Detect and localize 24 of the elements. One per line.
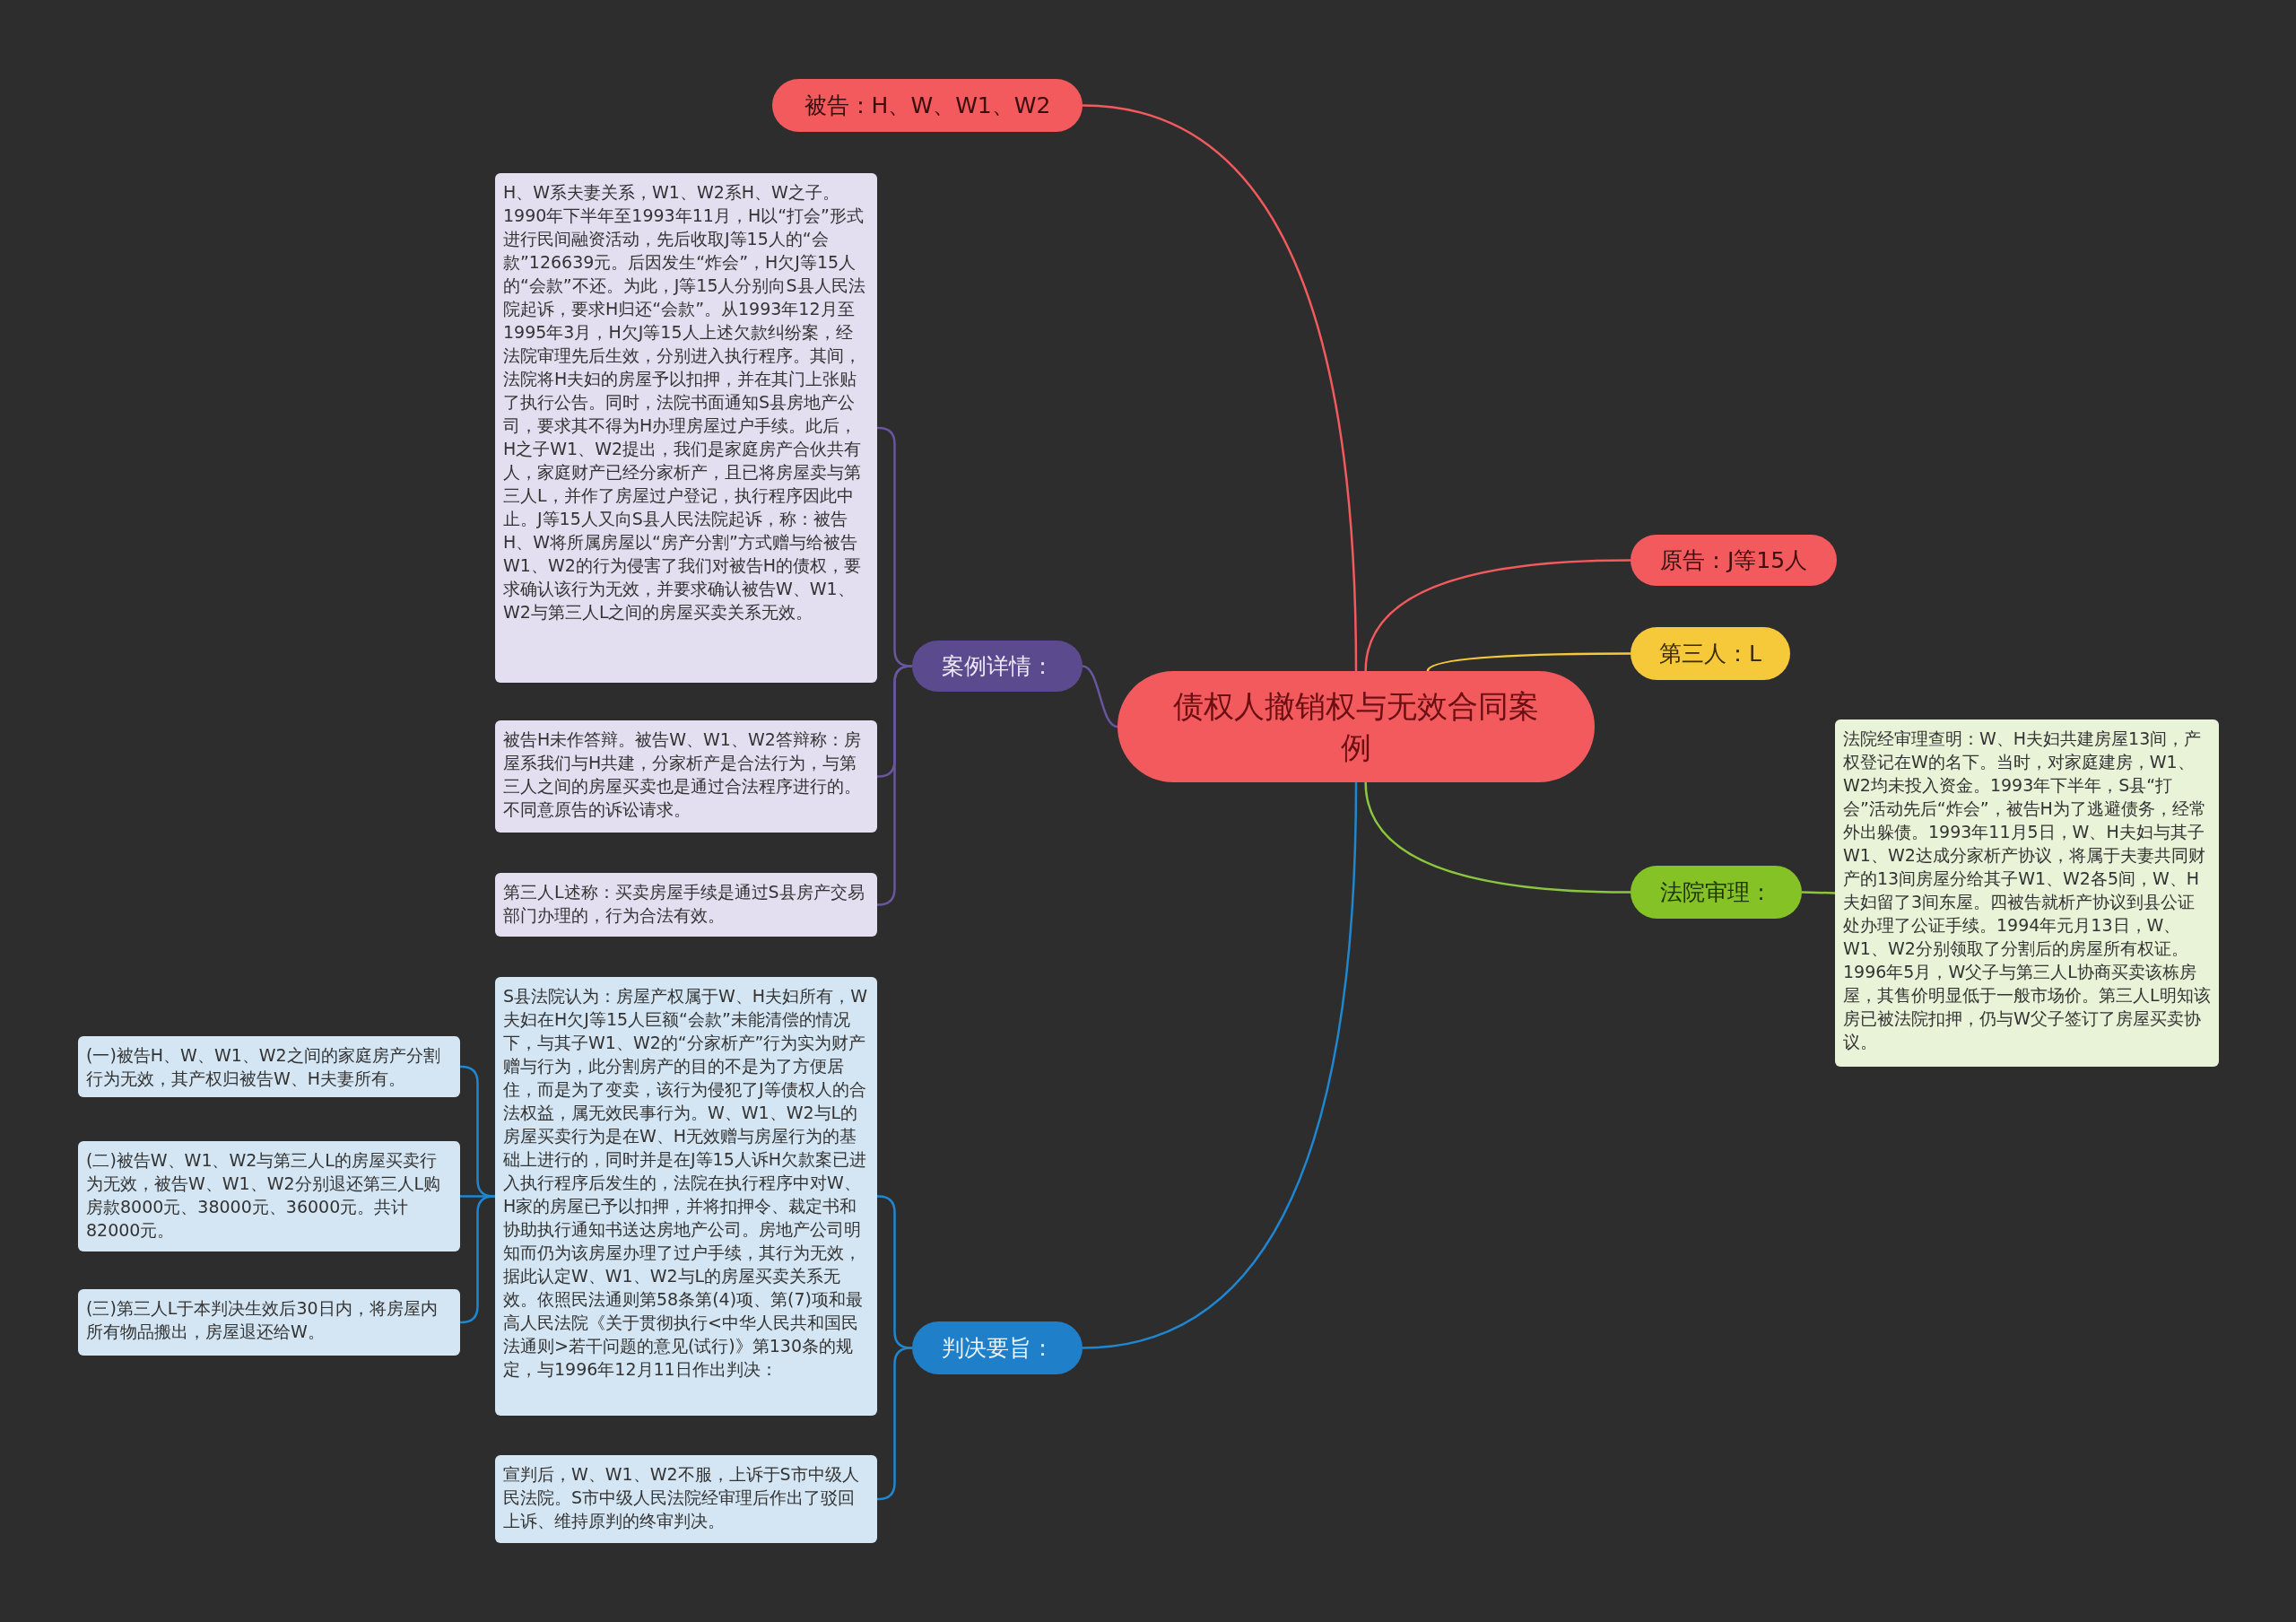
note-card: (三)第三人L于本判决生效后30日内，将房屋内所有物品搬出，房屋退还给W。 bbox=[78, 1289, 460, 1356]
note-card: (一)被告H、W、W1、W2之间的家庭房产分割行为无效，其产权归被告W、H夫妻所有。 bbox=[78, 1036, 460, 1097]
central-topic: 债权人撤销权与无效合同案例 bbox=[1118, 671, 1595, 782]
topic-pill: 被告：H、W、W1、W2 bbox=[772, 79, 1083, 132]
topic-pill: 原告：J等15人 bbox=[1631, 535, 1837, 586]
note-card: H、W系夫妻关系，W1、W2系H、W之子。1990年下半年至1993年11月，H以“打会”形式进行民间融资活动，先后收取J等15人的“会款”126639元。后因发生“炸会”，H欠J等15人的“会款”不还。为此，J等15人分别向S县人民法院起诉，要求H归还“会款”。从1993年12月至1995年3月，H欠J等15人上述欠款纠纷案，经法院审理先后生效，分别进入执行程序。其间，法院将H夫妇的房屋予以扣押，并在其门上张贴了执行公告。同时，法院书面通知S县房地产公司，要求其不得为H办理房屋过户手续。此后，H之子W1、W2提出，我们是家庭房产合伙共有人，家庭财产已经分家析产，且已将房屋卖与第三人L，并作了房屋过户登记，执行程序因此中止。J等15人又向S县人民法院起诉，称：被告H、W将所属房屋以“房产分割”方式赠与给被告W1、W2的行为侵害了我们对被告H的债权，要求确认该行为无效，并要求确认被告W、W1、W2与第三人L之间的房屋买卖关系无效。 bbox=[495, 173, 877, 683]
note-card: (二)被告W、W1、W2与第三人L的房屋买卖行为无效，被告W、W1、W2分别退还第三人L购房款8000元、38000元、36000元。共计82000元。 bbox=[78, 1141, 460, 1251]
connector-line bbox=[1082, 104, 1358, 672]
connector-line bbox=[1426, 652, 1631, 672]
connector-line bbox=[1364, 559, 1631, 672]
connector-line bbox=[1364, 781, 1631, 894]
note-card: S县法院认为：房屋产权属于W、H夫妇所有，W夫妇在H欠J等15人巨额“会款”未能清偿的情况下，与其子W1、W2的“分家析产”行为实为财产赠与行为，此分割房产的目的不是为了方便居住，而是为了变卖，该行为侵犯了J等债权人的合法权益，属无效民事行为。W、W1、W2与L的房屋买卖行为是在W、H无效赠与房屋行为的基础上进行的，同时并是在J等15人诉H欠款案已进入执行程序后发生的，法院在执行程序中对W、H家的房屋已予以扣押，并将扣押令、裁定书和协助执行通知书送达房地产公司。房地产公司明知而仍为该房屋办理了过户手续，其行为无效，据此认定W、W1、W2与L的房屋买卖关系无效。依照民法通则第58条第(4)项、第(7)项和最高人民法院《关于贯彻执行<中华人民共和国民法通则>若干问题的意见(试行)》第130条的规定，与1996年12月11日作出判决： bbox=[495, 977, 877, 1416]
topic-pill: 第三人：L bbox=[1631, 627, 1790, 680]
connector-line bbox=[1082, 665, 1118, 728]
note-card: 第三人L述称：买卖房屋手续是通过S县房产交易部门办理的，行为合法有效。 bbox=[495, 873, 877, 937]
topic-pill: 案例详情： bbox=[912, 641, 1083, 692]
note-card: 法院经审理查明：W、H夫妇共建房屋13间，产权登记在W的名下。当时，对家庭建房，W1、W2均未投入资金。1993年下半年，S县“打会”活动先后“炸会”，被告H为了逃避债务，经常外出躲债。1993年11月5日，W、H夫妇与其子W1、W2达成分家析产协议，将属于夫妻共同财产的13间房屋分给其子W1、W2各5间，W、H夫妇留了3间东屋。四被告就析产协议到县公证处办理了公证手续。1994年元月13日，W、W1、W2分别领取了分割后的房屋所有权证。1996年5月，W父子与第三人L协商买卖该栋房屋，其售价明显低于一般市场价。第三人L明知该房已被法院扣押，仍与W父子签订了房屋买卖协议。 bbox=[1835, 719, 2219, 1067]
connector-line bbox=[1082, 781, 1358, 1349]
note-card: 宣判后，W、W1、W2不服，上诉于S市中级人民法院。S市中级人民法院经审理后作出了驳回上诉、维持原判的终审判决。 bbox=[495, 1455, 877, 1543]
topic-pill: 判决要旨： bbox=[912, 1321, 1083, 1374]
topic-pill: 法院审理： bbox=[1631, 866, 1802, 919]
connector-line bbox=[876, 665, 913, 906]
note-card: 被告H未作答辩。被告W、W1、W2答辩称：房屋系我们与H共建，分家析产是合法行为，与第三人之间的房屋买卖也是通过合法程序进行的。不同意原告的诉讼请求。 bbox=[495, 720, 877, 833]
connector-line bbox=[1801, 891, 1836, 894]
